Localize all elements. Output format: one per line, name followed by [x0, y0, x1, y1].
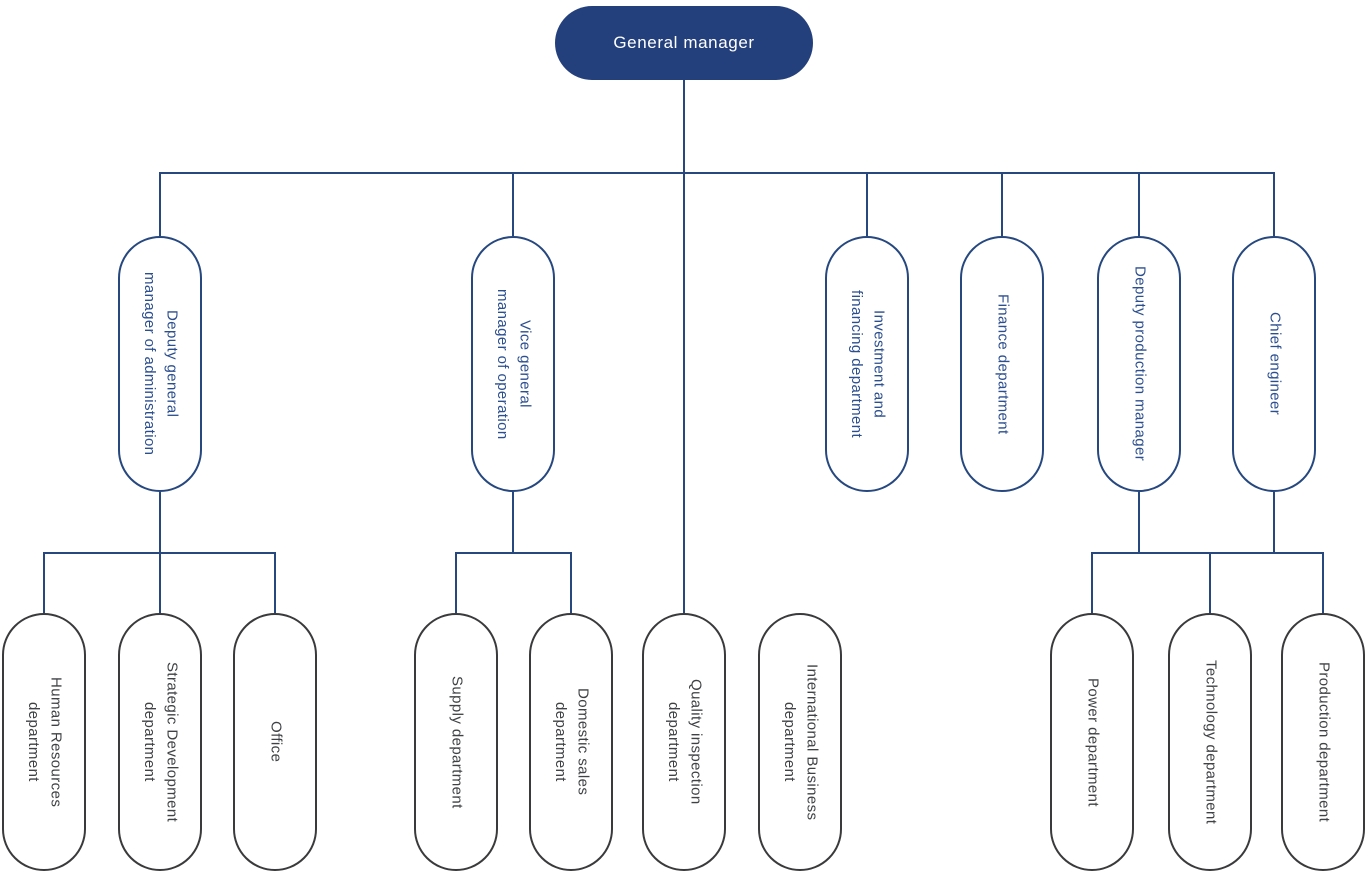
node-investment-and-financing-department[interactable]: Investment and financing department	[825, 236, 909, 492]
connector-operation-stem	[512, 492, 514, 554]
connector-drop-production	[1322, 554, 1324, 613]
connector-drop-office	[274, 554, 276, 613]
node-finance-department[interactable]: Finance department	[960, 236, 1044, 492]
node-label: Supply department	[448, 675, 466, 809]
connector-drop-finance	[1001, 174, 1003, 236]
node-power-department[interactable]: Power department	[1050, 613, 1134, 871]
connector-admin-bus	[43, 552, 276, 554]
node-domestic-sales-department[interactable]: Domestic sales department	[529, 613, 613, 871]
node-label: Investment and financing department	[848, 289, 888, 439]
connector-drop-strategic-development	[159, 554, 161, 613]
node-quality-inspection-department[interactable]: Quality inspection department	[642, 613, 726, 871]
connector-drop-human-resources	[43, 554, 45, 613]
node-label: Strategic Development department	[141, 661, 181, 823]
node-label: Chief engineer	[1266, 312, 1284, 416]
node-international-business-department[interactable]: International Business department	[758, 613, 842, 871]
connector-chief-engineer-stem	[1273, 492, 1275, 554]
connector-drop-power	[1091, 554, 1093, 613]
node-general-manager-label: General manager	[613, 33, 755, 52]
node-human-resources-department[interactable]: Human Resources department	[2, 613, 86, 871]
node-label: Finance department	[994, 293, 1012, 435]
node-strategic-development-department[interactable]: Strategic Development department	[118, 613, 202, 871]
connector-admin-stem	[159, 492, 161, 554]
node-label: Technology department	[1202, 659, 1220, 825]
connector-drop-deputy-production	[1138, 174, 1140, 236]
node-production-department[interactable]: Production department	[1281, 613, 1365, 871]
node-deputy-production-manager[interactable]: Deputy production manager	[1097, 236, 1181, 492]
node-chief-engineer[interactable]: Chief engineer	[1232, 236, 1316, 492]
node-label: Human Resources department	[25, 676, 65, 808]
node-deputy-general-manager-of-administration[interactable]: Deputy general manager of administration	[118, 236, 202, 492]
connector-drop-investment	[866, 174, 868, 236]
node-label: Power department	[1084, 677, 1102, 807]
node-label: Deputy general manager of administration	[141, 272, 181, 456]
node-label: Vice general manager of operation	[494, 288, 534, 440]
node-label: International Business department	[781, 663, 821, 821]
connector-operation-bus	[455, 552, 572, 554]
node-label: Quality inspection department	[665, 679, 705, 805]
node-label: Deputy production manager	[1131, 266, 1149, 462]
connector-production-manager-stem	[1138, 492, 1140, 554]
connector-drop-domestic-sales	[570, 554, 572, 613]
node-general-manager[interactable]: General manager	[555, 6, 813, 80]
connector-drop-deputy-admin	[159, 174, 161, 236]
connector-drop-vice-operation	[512, 174, 514, 236]
connector-drop-chief-engineer	[1273, 174, 1275, 236]
node-office[interactable]: Office	[233, 613, 317, 871]
connector-drop-technology	[1209, 554, 1211, 613]
node-label: Production department	[1315, 661, 1333, 823]
connector-level1-bus	[159, 172, 1275, 174]
connector-root-stem	[683, 79, 685, 174]
node-technology-department[interactable]: Technology department	[1168, 613, 1252, 871]
node-label: Office	[267, 721, 285, 763]
node-label: Domestic sales department	[552, 688, 592, 796]
connector-drop-supply	[455, 554, 457, 613]
node-vice-general-manager-of-operation[interactable]: Vice general manager of operation	[471, 236, 555, 492]
connector-center-to-quality-inspection	[683, 174, 685, 613]
node-supply-department[interactable]: Supply department	[414, 613, 498, 871]
connector-production-bus	[1091, 552, 1324, 554]
